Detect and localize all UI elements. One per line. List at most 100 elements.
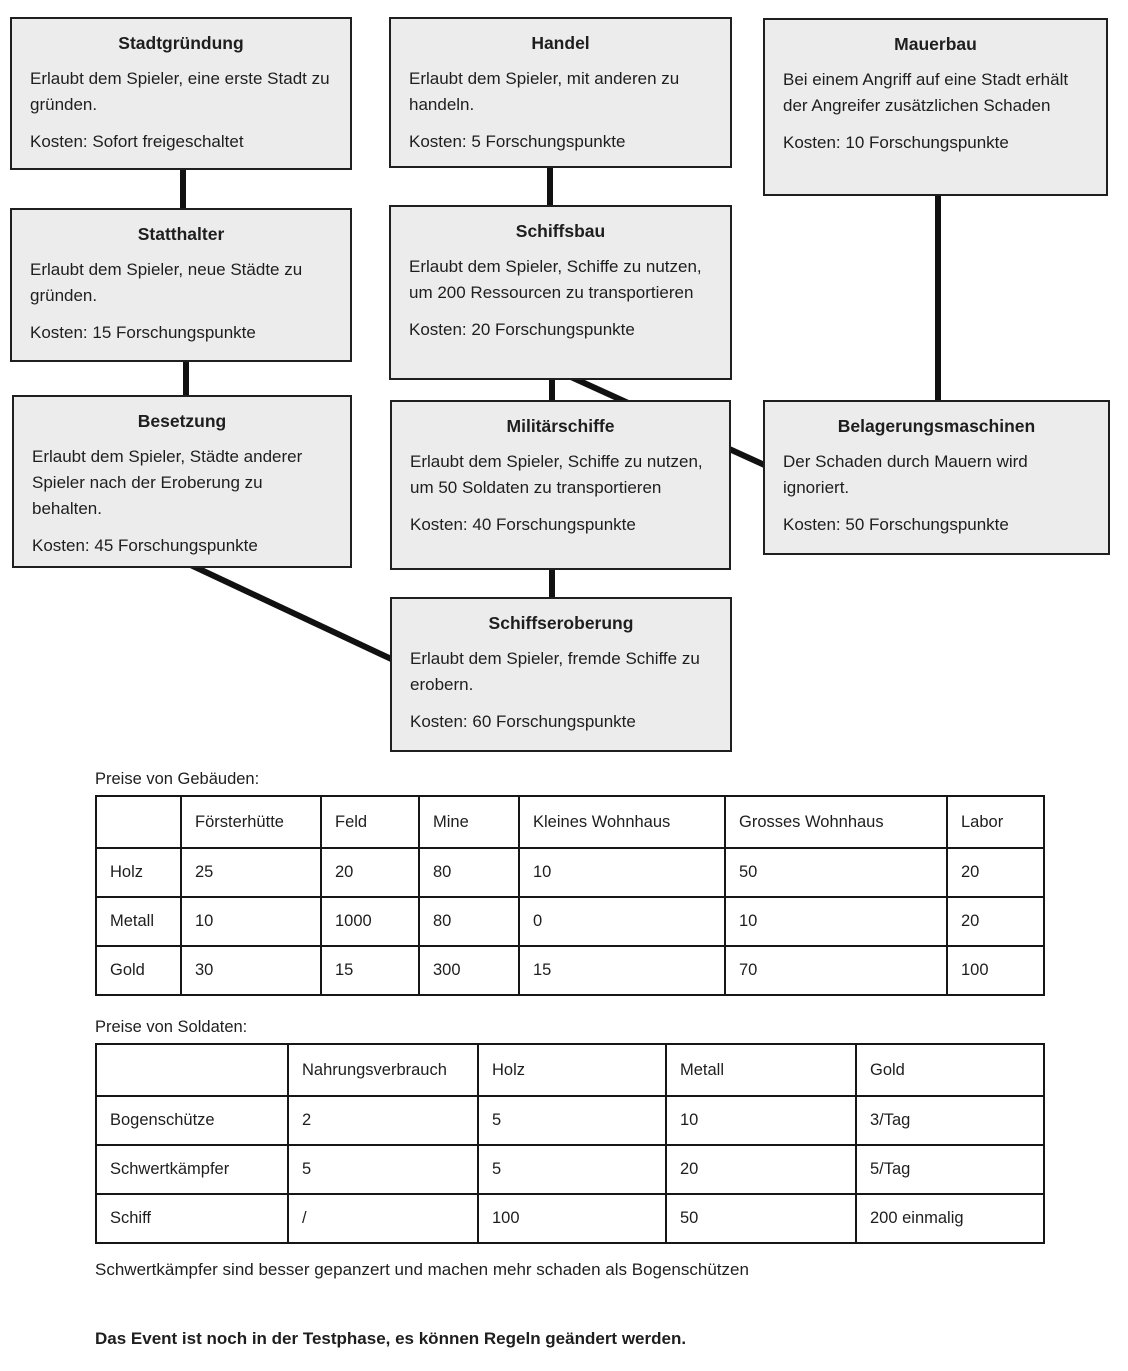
table-header-cell: Holz — [477, 1043, 667, 1097]
soldiers-table-heading: Preise von Soldaten: — [95, 1018, 248, 1036]
tech-node-title: Handel — [531, 33, 590, 53]
table-header-cell: Grosses Wohnhaus — [724, 795, 948, 849]
table-row: Bogenschütze 2 5 10 3/Tag — [95, 1095, 1045, 1146]
table-header-row: Nahrungsverbrauch Holz Metall Gold — [95, 1043, 1045, 1097]
table-cell: 300 — [418, 945, 520, 996]
table-header-row: Försterhütte Feld Mine Kleines Wohnhaus … — [95, 795, 1045, 849]
tech-node-schiffseroberung: Schiffseroberung Erlaubt dem Spieler, fr… — [390, 597, 732, 752]
table-header-cell: Mine — [418, 795, 520, 849]
tech-node-title: Besetzung — [137, 411, 227, 431]
table-cell: 2 — [287, 1095, 479, 1146]
row-label-cell: Schiff — [95, 1193, 289, 1244]
table-cell: 10 — [724, 896, 948, 947]
row-label-cell: Metall — [95, 896, 182, 947]
table-cell: / — [287, 1193, 479, 1244]
table-cell: 70 — [724, 945, 948, 996]
table-row: Holz 25 20 80 10 50 20 — [95, 847, 1045, 898]
table-header-cell: Gold — [855, 1043, 1045, 1097]
tech-node-cost: Kosten: 60 Forschungspunkte — [410, 712, 636, 731]
row-label-cell: Holz — [95, 847, 182, 898]
soldiers-comparison-note: Schwertkämpfer sind besser gepanzert und… — [95, 1260, 749, 1279]
tech-node-title: Schiffsbau — [515, 221, 606, 241]
table-cell: 10 — [180, 896, 322, 947]
table-cell: 5/Tag — [855, 1144, 1045, 1195]
table-cell: 100 — [946, 945, 1045, 996]
table-cell: 3/Tag — [855, 1095, 1045, 1146]
tech-node-description: Erlaubt dem Spieler, Schiffe zu nutzen, … — [410, 452, 703, 497]
tech-node-militaerschiffe: Militärschiffe Erlaubt dem Spieler, Schi… — [390, 400, 731, 570]
table-cell: 50 — [724, 847, 948, 898]
tech-node-handel: Handel Erlaubt dem Spieler, mit anderen … — [389, 17, 732, 168]
tech-node-description: Erlaubt dem Spieler, eine erste Stadt zu… — [30, 69, 330, 114]
table-row: Schwertkämpfer 5 5 20 5/Tag — [95, 1144, 1045, 1195]
table-cell: 0 — [518, 896, 726, 947]
table-header-cell: Feld — [320, 795, 420, 849]
tech-node-besetzung: Besetzung Erlaubt dem Spieler, Städte an… — [12, 395, 352, 568]
tech-node-description: Erlaubt dem Spieler, mit anderen zu hand… — [409, 69, 680, 114]
tech-node-cost: Kosten: 10 Forschungspunkte — [783, 133, 1009, 152]
tech-node-belagerungsmaschinen: Belagerungsmaschinen Der Schaden durch M… — [763, 400, 1110, 555]
tech-node-title: Statthalter — [137, 224, 225, 244]
content-section: Preise von Gebäuden: Försterhütte Feld M… — [0, 770, 1128, 1349]
tech-node-title: Mauerbau — [894, 34, 977, 54]
tech-node-mauerbau: Mauerbau Bei einem Angriff auf eine Stad… — [763, 18, 1108, 196]
tech-node-cost: Kosten: 5 Forschungspunkte — [409, 132, 626, 151]
table-header-cell: Nahrungsverbrauch — [287, 1043, 479, 1097]
buildings-table-heading: Preise von Gebäuden: — [95, 770, 260, 788]
table-cell: 1000 — [320, 896, 420, 947]
table-cell: 15 — [320, 945, 420, 996]
tech-node-cost: Kosten: 50 Forschungspunkte — [783, 515, 1009, 534]
table-header-cell — [95, 1043, 289, 1097]
tech-node-cost: Kosten: Sofort freigeschaltet — [30, 132, 244, 151]
tech-node-cost: Kosten: 40 Forschungspunkte — [410, 515, 636, 534]
tech-node-description: Erlaubt dem Spieler, fremde Schiffe zu e… — [410, 649, 700, 694]
tech-node-cost: Kosten: 15 Forschungspunkte — [30, 323, 256, 342]
table-header-cell: Metall — [665, 1043, 857, 1097]
table-cell: 80 — [418, 896, 520, 947]
tech-node-title: Militärschiffe — [506, 416, 615, 436]
table-cell: 10 — [665, 1095, 857, 1146]
tech-node-title: Schiffseroberung — [488, 613, 634, 633]
row-label-cell: Schwertkämpfer — [95, 1144, 289, 1195]
table-cell: 50 — [665, 1193, 857, 1244]
table-header-cell: Kleines Wohnhaus — [518, 795, 726, 849]
table-row: Schiff / 100 50 200 einmalig — [95, 1193, 1045, 1244]
table-cell: 20 — [320, 847, 420, 898]
buildings-price-table: Försterhütte Feld Mine Kleines Wohnhaus … — [95, 795, 1045, 996]
tech-node-cost: Kosten: 45 Forschungspunkte — [32, 536, 258, 555]
table-cell: 5 — [287, 1144, 479, 1195]
table-cell: 25 — [180, 847, 322, 898]
row-label-cell: Gold — [95, 945, 182, 996]
table-cell: 15 — [518, 945, 726, 996]
edge-besetzung-schiffseroberung — [178, 557, 404, 667]
table-cell: 20 — [946, 847, 1045, 898]
event-testphase-note: Das Event ist noch in der Testphase, es … — [95, 1329, 687, 1348]
table-header-cell: Labor — [946, 795, 1045, 849]
tech-node-statthalter: Statthalter Erlaubt dem Spieler, neue St… — [10, 208, 352, 362]
table-cell: 5 — [477, 1144, 667, 1195]
table-row: Gold 30 15 300 15 70 100 — [95, 945, 1045, 996]
table-header-cell: Försterhütte — [180, 795, 322, 849]
table-cell: 20 — [665, 1144, 857, 1195]
table-cell: 20 — [946, 896, 1045, 947]
tech-node-description: Erlaubt dem Spieler, Städte anderer Spie… — [32, 447, 303, 518]
table-header-cell — [95, 795, 182, 849]
soldiers-price-table: Nahrungsverbrauch Holz Metall Gold Bogen… — [95, 1043, 1045, 1244]
table-cell: 10 — [518, 847, 726, 898]
tech-node-cost: Kosten: 20 Forschungspunkte — [409, 320, 635, 339]
row-label-cell: Bogenschütze — [95, 1095, 289, 1146]
tech-node-description: Bei einem Angriff auf eine Stadt erhält … — [783, 70, 1069, 115]
tech-node-description: Erlaubt dem Spieler, neue Städte zu grün… — [30, 260, 303, 305]
tech-node-stadtgruendung: Stadtgründung Erlaubt dem Spieler, eine … — [10, 17, 352, 170]
table-cell: 30 — [180, 945, 322, 996]
tech-node-title: Stadtgründung — [118, 33, 244, 53]
table-cell: 80 — [418, 847, 520, 898]
table-cell: 200 einmalig — [855, 1193, 1045, 1244]
table-cell: 5 — [477, 1095, 667, 1146]
tech-node-description: Erlaubt dem Spieler, Schiffe zu nutzen, … — [409, 257, 702, 302]
tech-node-schiffsbau: Schiffsbau Erlaubt dem Spieler, Schiffe … — [389, 205, 732, 380]
tech-node-title: Belagerungsmaschinen — [837, 416, 1036, 436]
tech-node-description: Der Schaden durch Mauern wird ignoriert. — [783, 452, 1028, 497]
table-cell: 100 — [477, 1193, 667, 1244]
